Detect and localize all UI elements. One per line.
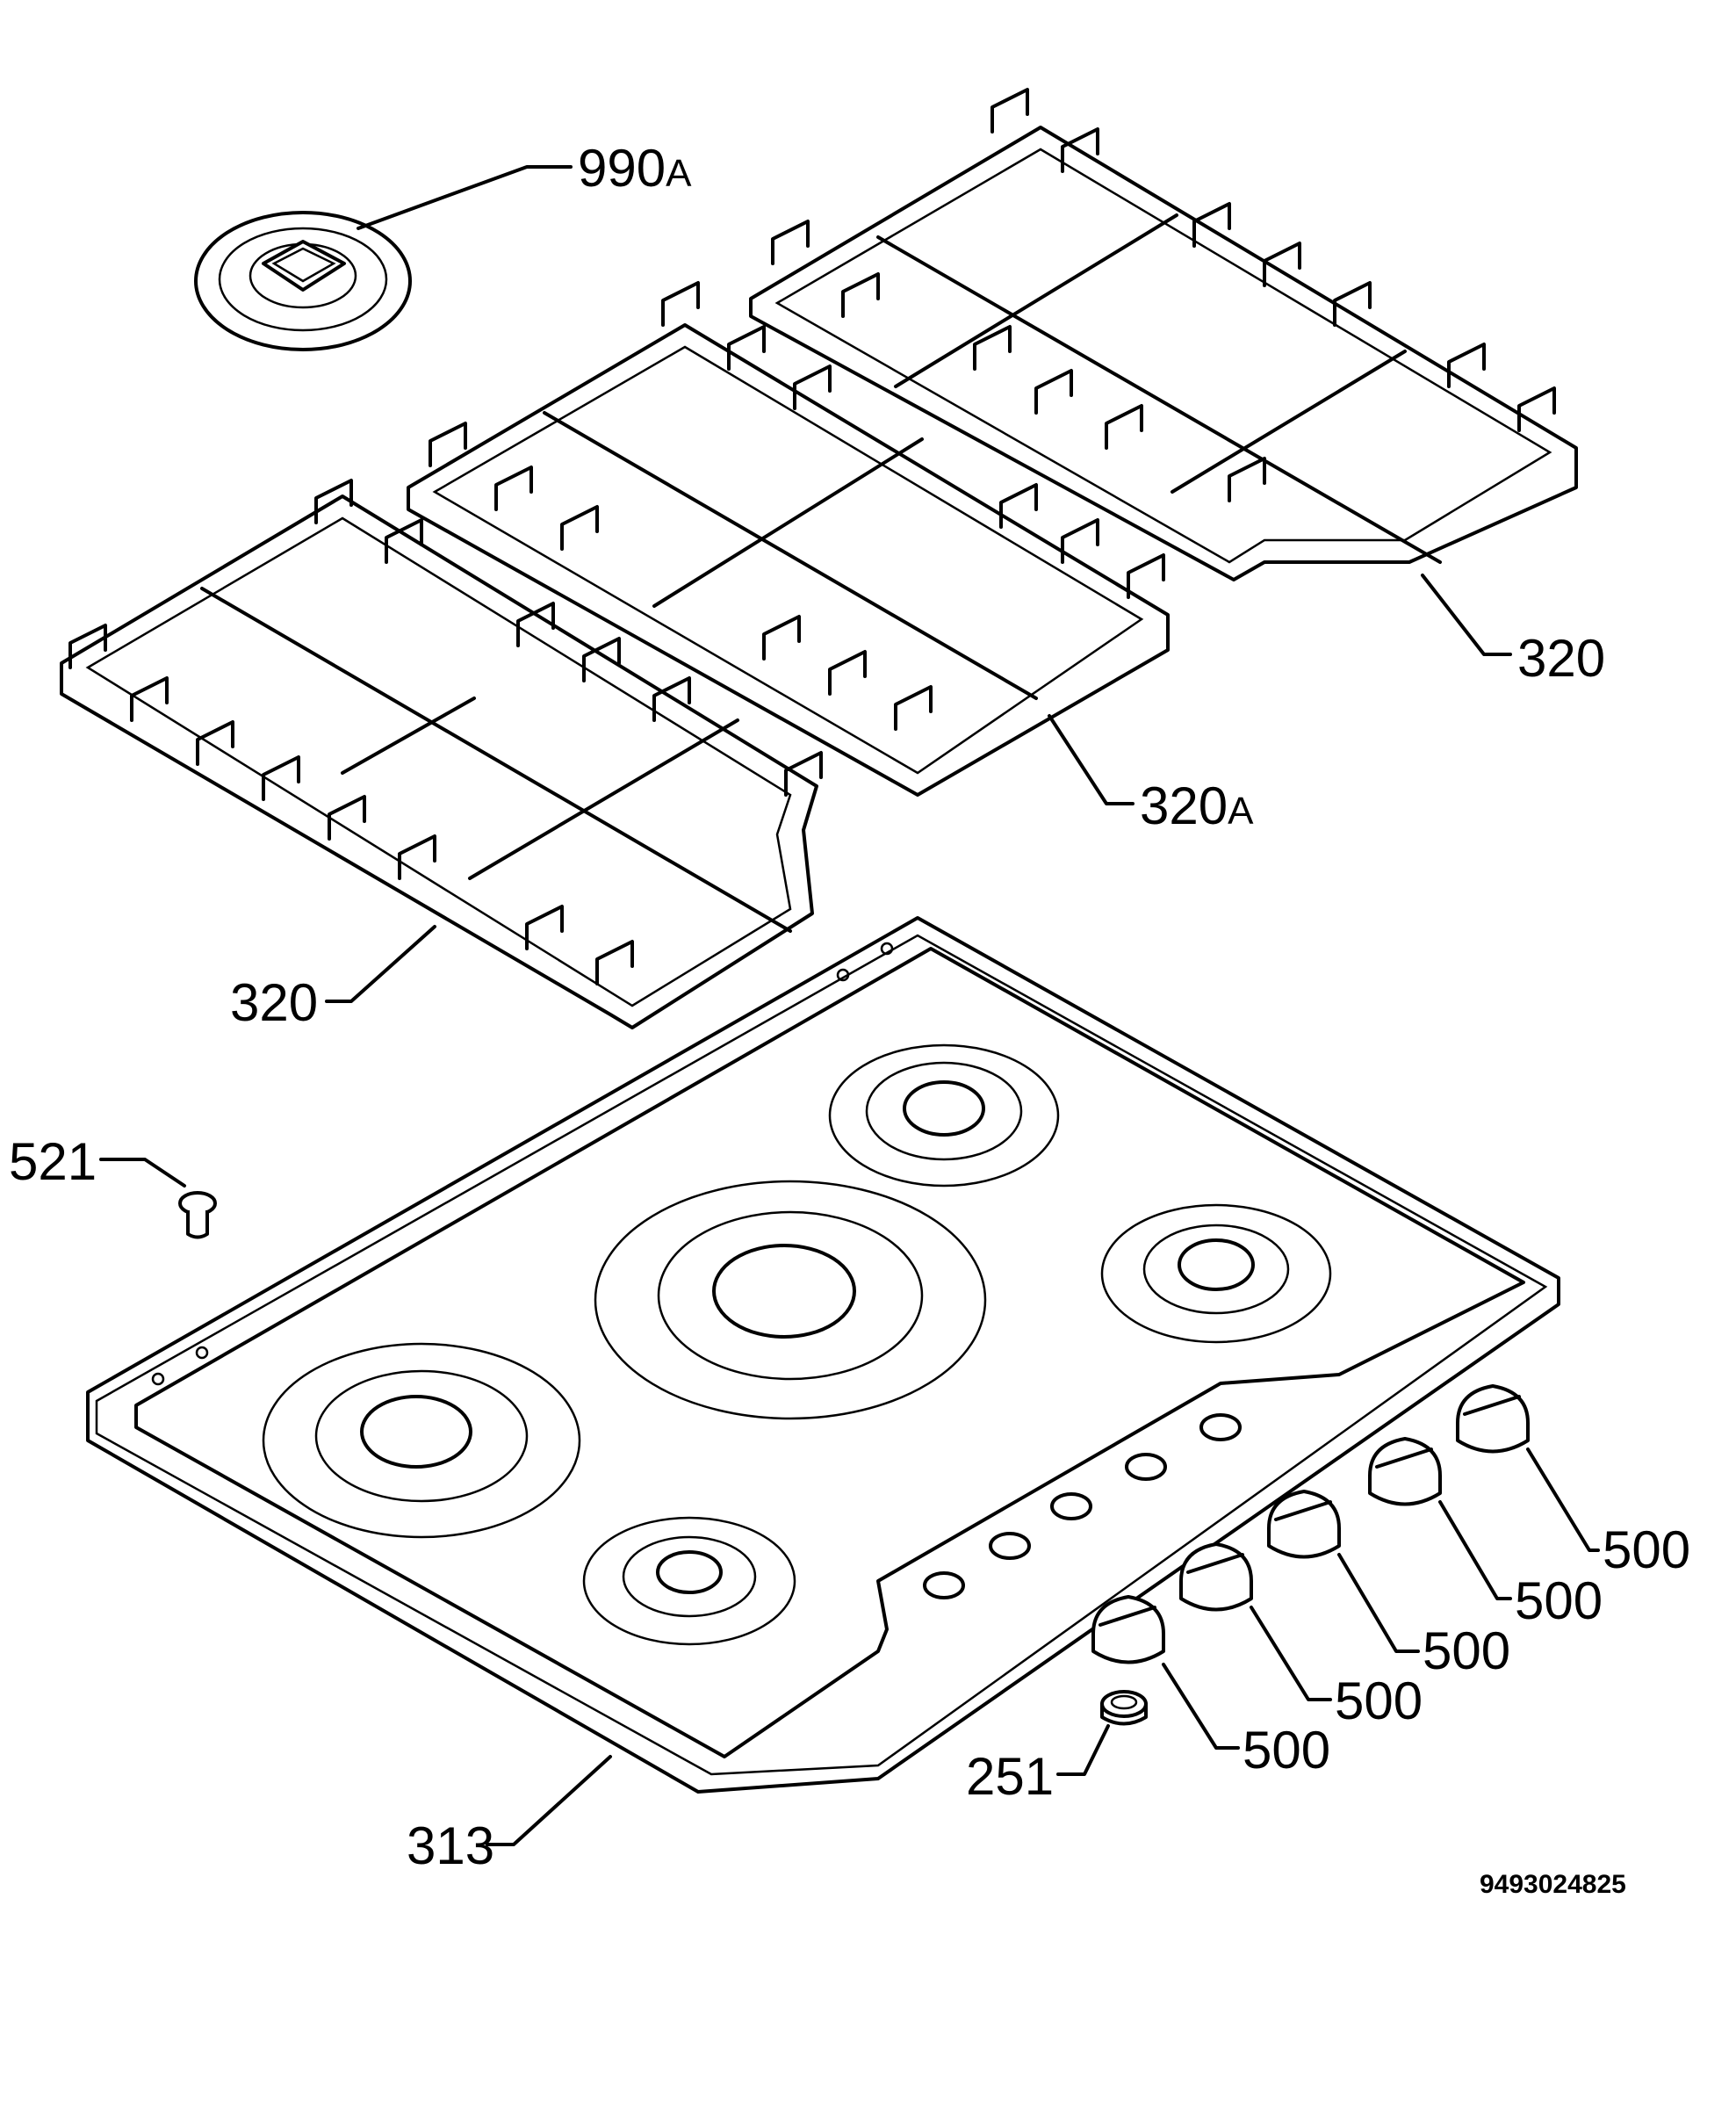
leader-pan-support-left [325,925,436,1003]
leader-knob-2 [1438,1500,1512,1600]
label-knob-3: 500 [1423,1621,1510,1680]
leader-pan-support-middle [1048,714,1135,805]
leader-hob-top [486,1755,612,1846]
control-knob-2 [1368,1437,1442,1506]
leader-knob-3 [1337,1553,1420,1653]
gasket-part [1100,1690,1148,1726]
screw-part [178,1191,217,1239]
control-knob-1 [1456,1384,1530,1454]
pan-support-left-part [60,479,823,1029]
label-knob-2: 500 [1515,1571,1603,1630]
leader-pan-support-right [1421,574,1512,656]
leader-knob-1 [1526,1447,1600,1552]
document-number: 9493024825 [1480,1870,1626,1899]
label-knob-5: 500 [1243,1721,1330,1780]
leader-knob-4 [1250,1606,1332,1701]
control-knob-4 [1179,1542,1253,1612]
hob-top-part [86,916,1560,1794]
label-knob-1: 500 [1603,1520,1690,1579]
label-screw: 521 [9,1132,97,1191]
leader-cover-disc [357,165,573,230]
label-cover-disc: 990A [578,139,692,198]
label-hob-top: 313 [407,1816,494,1875]
leader-gasket [1056,1724,1110,1776]
cover-disc-part [194,211,412,351]
label-gasket: 251 [966,1747,1054,1806]
label-knob-4: 500 [1335,1671,1423,1730]
label-pan-support-left: 320 [230,973,318,1032]
leader-knob-5 [1162,1663,1240,1750]
leader-screw [99,1158,186,1188]
label-pan-support-middle: 320A [1140,776,1254,835]
label-pan-support-right: 320 [1517,629,1605,688]
control-knob-3 [1267,1490,1341,1559]
pan-support-right-part [749,88,1578,581]
pan-support-middle-part [407,281,1170,797]
control-knob-5 [1091,1595,1165,1664]
